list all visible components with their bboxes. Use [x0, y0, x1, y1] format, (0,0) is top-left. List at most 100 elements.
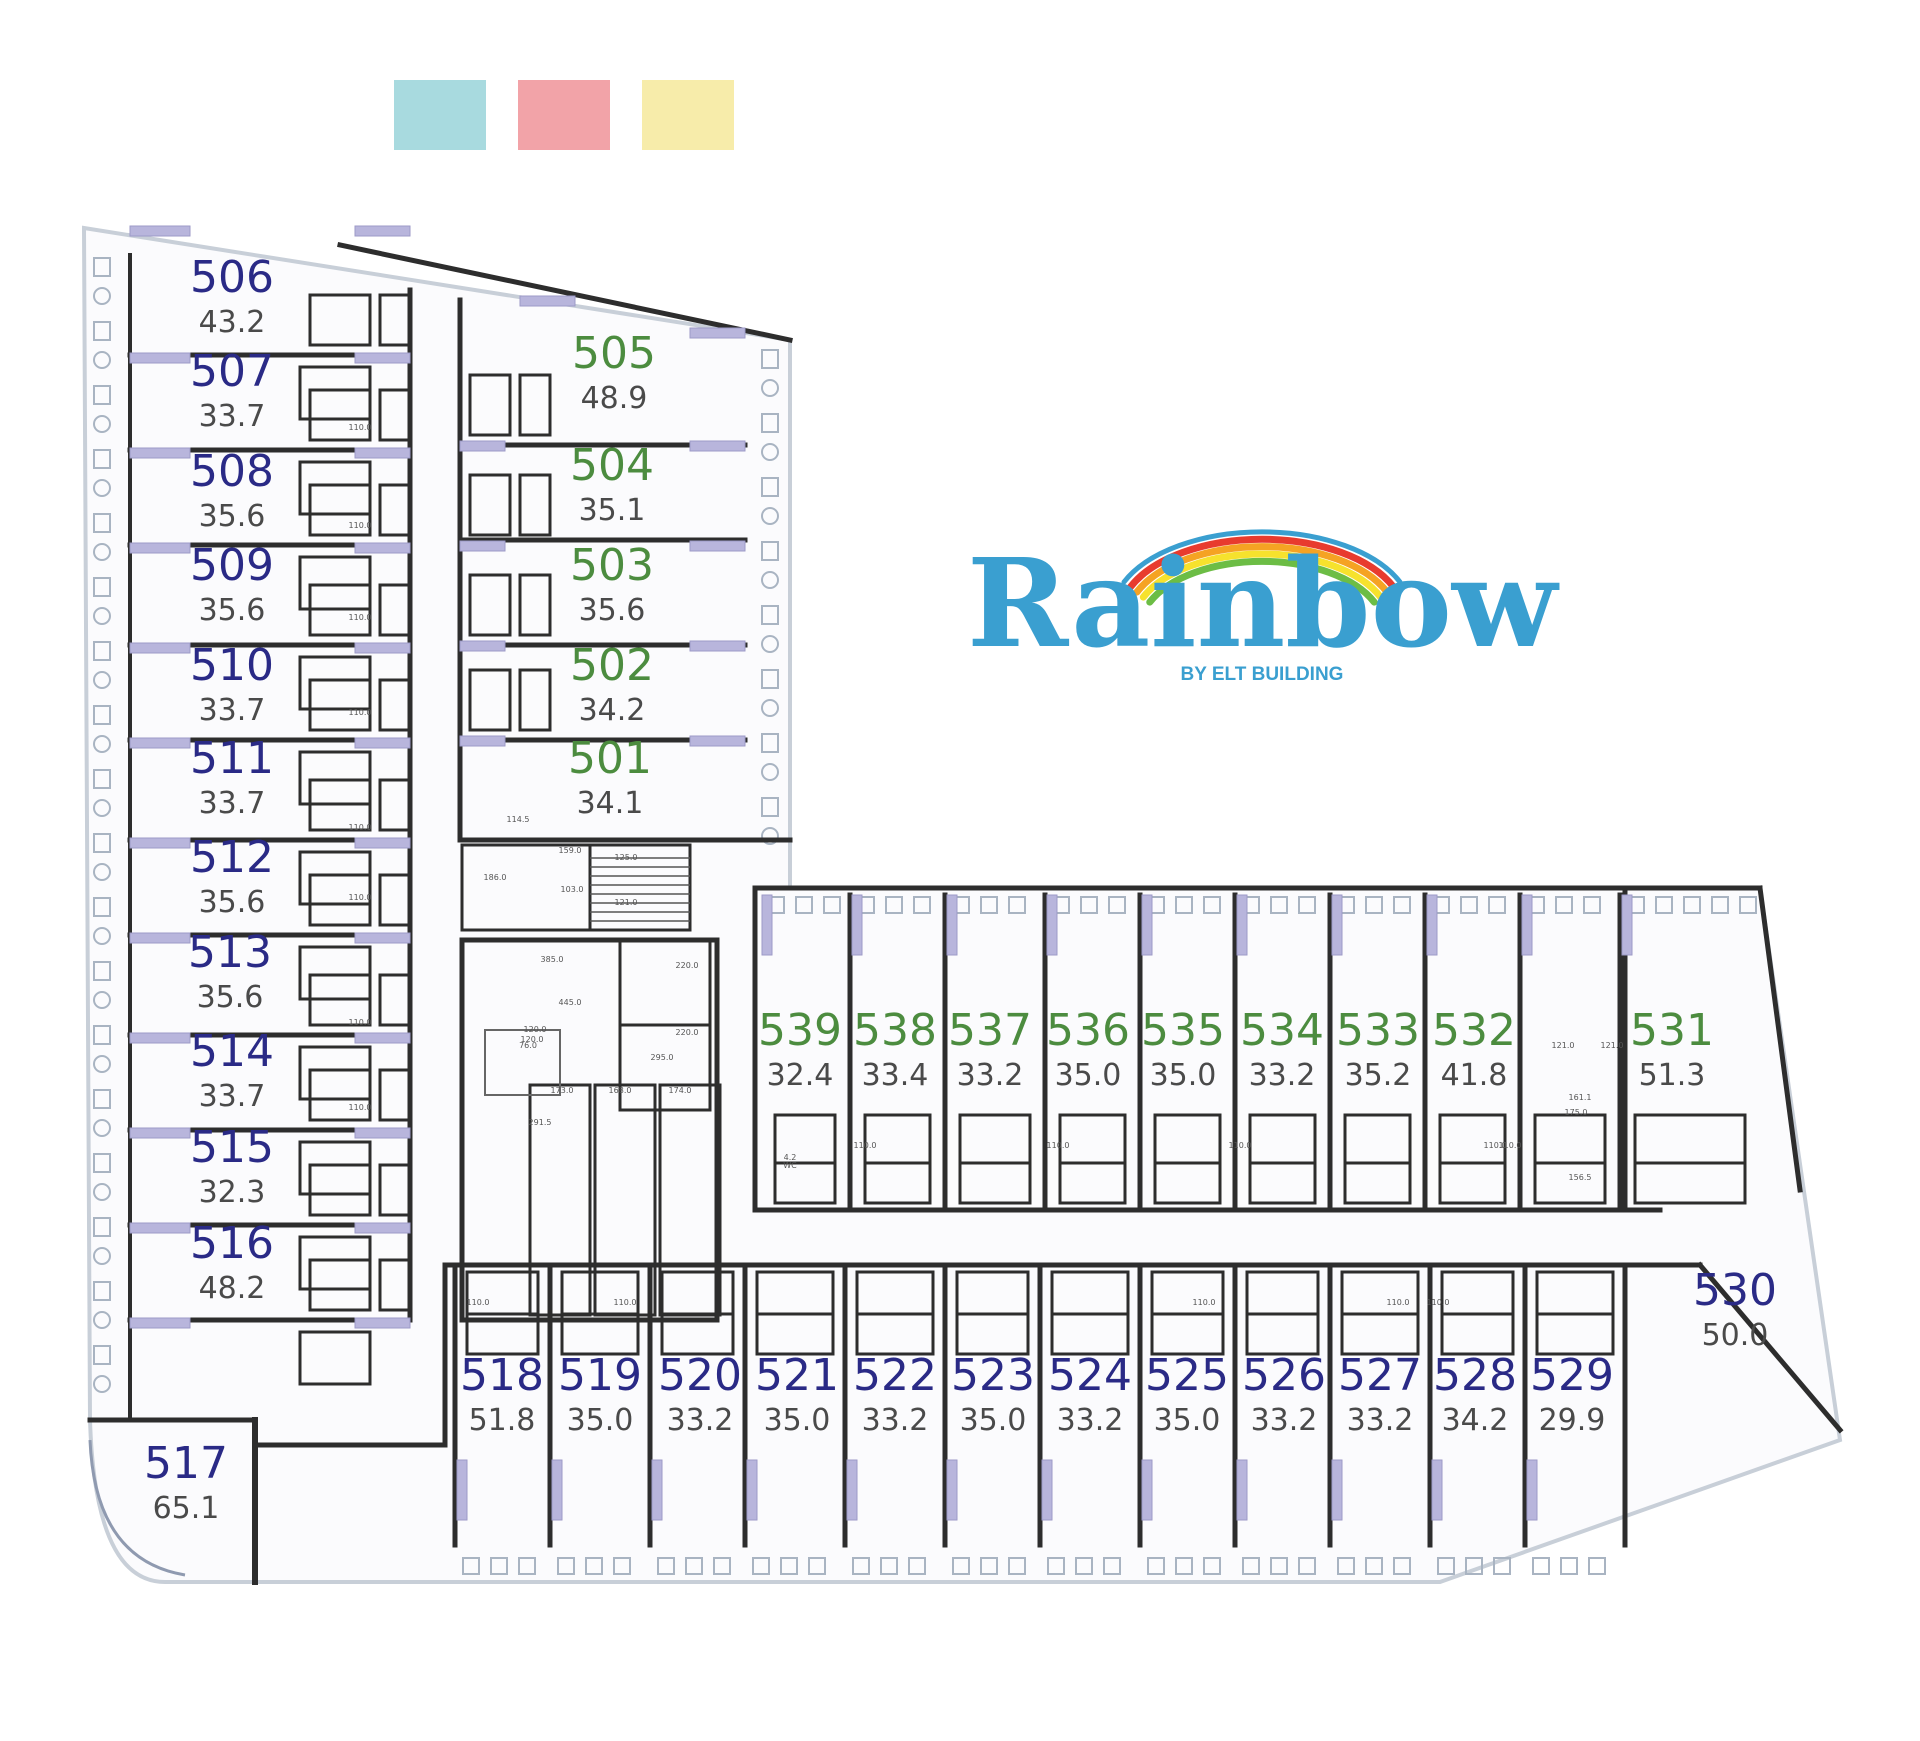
balcony-planter — [490, 1557, 508, 1575]
unit-number: 530 — [1693, 1265, 1777, 1316]
window — [1046, 894, 1058, 956]
balcony-planter — [93, 863, 111, 881]
dimension-label: 175.0 — [1565, 1108, 1588, 1117]
balcony-planter — [713, 1557, 731, 1575]
dimension-label: WC — [783, 1161, 797, 1170]
stair-elevator-core — [459, 857, 720, 1323]
balcony-planter — [761, 699, 779, 717]
bathroom — [518, 668, 552, 732]
bathroom — [308, 973, 372, 1027]
window — [354, 1222, 411, 1234]
balcony-planter — [761, 507, 779, 525]
balcony-planter — [1588, 1557, 1606, 1575]
unit-area: 35.0 — [960, 1403, 1027, 1438]
window — [354, 1032, 411, 1044]
unit-area: 35.6 — [579, 593, 646, 628]
balcony-planter — [93, 927, 111, 945]
bathroom — [755, 1312, 835, 1356]
window — [129, 932, 191, 944]
bathroom — [1340, 1312, 1420, 1356]
balcony-planter — [1555, 896, 1573, 914]
window — [354, 642, 411, 654]
bathroom — [468, 573, 512, 637]
unit-area: 33.7 — [199, 693, 266, 728]
window — [946, 1459, 958, 1521]
balcony-planter — [1008, 1557, 1026, 1575]
balcony-planter — [1203, 896, 1221, 914]
balcony-planter — [761, 733, 779, 753]
balcony-planter — [1393, 1557, 1411, 1575]
bathroom — [298, 750, 372, 806]
unit-area: 35.6 — [199, 499, 266, 534]
balcony-planter — [93, 1153, 111, 1173]
unit-area: 33.2 — [1347, 1403, 1414, 1438]
balcony-planter — [1108, 896, 1126, 914]
bathroom — [1150, 1312, 1225, 1356]
balcony-planter — [780, 1557, 798, 1575]
balcony-planter — [761, 797, 779, 817]
dimension-label: 110.0 — [1499, 1141, 1522, 1150]
balcony-planter — [462, 1557, 480, 1575]
bathroom — [308, 678, 372, 732]
dimension-label: 125.0 — [615, 853, 638, 862]
dimension-label: 103.0 — [561, 885, 584, 894]
unit-area: 43.2 — [199, 305, 266, 340]
balcony-planter — [1560, 1557, 1578, 1575]
window — [459, 640, 506, 652]
bathroom — [1440, 1312, 1515, 1356]
logo-subtitle: BY ELT BUILDING — [1181, 664, 1344, 685]
window — [1526, 1459, 1538, 1521]
dimension-label: 220.0 — [676, 1028, 699, 1037]
rainbow-band — [1121, 529, 1403, 585]
balcony-planter — [657, 1557, 675, 1575]
unit-number: 538 — [853, 1005, 937, 1056]
dimension-label: 110.0 — [1484, 1141, 1507, 1150]
balcony-planter — [980, 1557, 998, 1575]
dimension-label: 174.0 — [669, 1086, 692, 1095]
wall-segment — [1696, 1261, 1844, 1434]
balcony-planter — [1437, 1557, 1455, 1575]
unit-area: 35.0 — [1055, 1058, 1122, 1093]
balcony-planter — [1298, 896, 1316, 914]
balcony-planter — [880, 1557, 898, 1575]
bathroom — [1058, 1161, 1127, 1205]
balcony-planter — [93, 671, 111, 689]
window — [129, 225, 191, 237]
dimension-label: 110.0 — [349, 521, 372, 530]
balcony-planter — [913, 896, 931, 914]
balcony-planter — [93, 897, 111, 917]
rainbow-band — [1133, 543, 1391, 596]
unit-number: 510 — [190, 640, 274, 691]
balcony-planter — [93, 1281, 111, 1301]
unit-number: 527 — [1338, 1350, 1422, 1401]
balcony-planter — [585, 1557, 603, 1575]
unit-number: 517 — [144, 1438, 228, 1489]
dimension-label: 110.0 — [349, 613, 372, 622]
dimension-label: 168.0 — [609, 1086, 632, 1095]
unit-number: 533 — [1336, 1005, 1420, 1056]
window — [459, 735, 506, 747]
window — [689, 640, 746, 652]
dimension-label: 159.0 — [559, 846, 582, 855]
window — [354, 837, 411, 849]
dimension-label: 186.0 — [484, 873, 507, 882]
balcony-planter — [93, 1311, 111, 1329]
unit-number: 539 — [758, 1005, 842, 1056]
bathroom — [660, 1312, 735, 1356]
balcony-planter — [952, 1557, 970, 1575]
unit-area: 29.9 — [1539, 1403, 1606, 1438]
legend-swatch-pink — [518, 80, 610, 150]
wall-segment — [337, 242, 793, 343]
bathroom — [1438, 1161, 1507, 1205]
balcony-planter — [93, 1119, 111, 1137]
window — [946, 894, 958, 956]
logo-title: Rainbow — [967, 531, 1560, 675]
unit-number: 537 — [948, 1005, 1032, 1056]
window — [354, 1317, 411, 1329]
unit-area: 35.0 — [1150, 1058, 1217, 1093]
window — [354, 225, 411, 237]
unit-area: 41.8 — [1441, 1058, 1508, 1093]
balcony-planter — [93, 1217, 111, 1237]
bathroom — [518, 573, 552, 637]
rainbow-logo: Rainbow BY ELT BUILDING — [967, 529, 1560, 685]
